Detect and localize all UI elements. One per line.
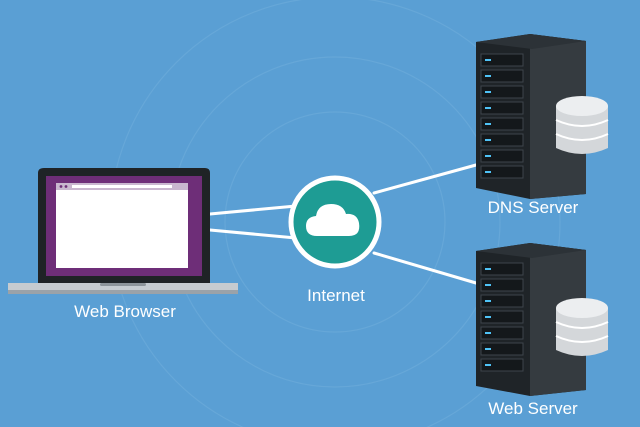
internet-label: Internet <box>307 286 365 305</box>
web-browser-label: Web Browser <box>74 302 176 321</box>
line-browser-internet-top <box>208 204 298 216</box>
line-internet-dns <box>372 163 478 195</box>
line-browser-internet-bottom <box>208 228 298 240</box>
dns-server-label: DNS Server <box>487 198 579 217</box>
line-internet-web <box>372 251 478 285</box>
web-server-label: Web Server <box>488 399 578 418</box>
connector-lines <box>208 163 478 285</box>
dns-rack-units <box>480 53 524 179</box>
internet-hub <box>288 175 382 269</box>
laptop-icon <box>8 168 238 294</box>
database-icon <box>555 298 609 356</box>
database-icon <box>555 96 609 154</box>
cloud-icon <box>306 204 360 236</box>
web-server <box>476 243 609 396</box>
web-rack-units <box>480 262 524 372</box>
dns-server <box>476 34 609 199</box>
